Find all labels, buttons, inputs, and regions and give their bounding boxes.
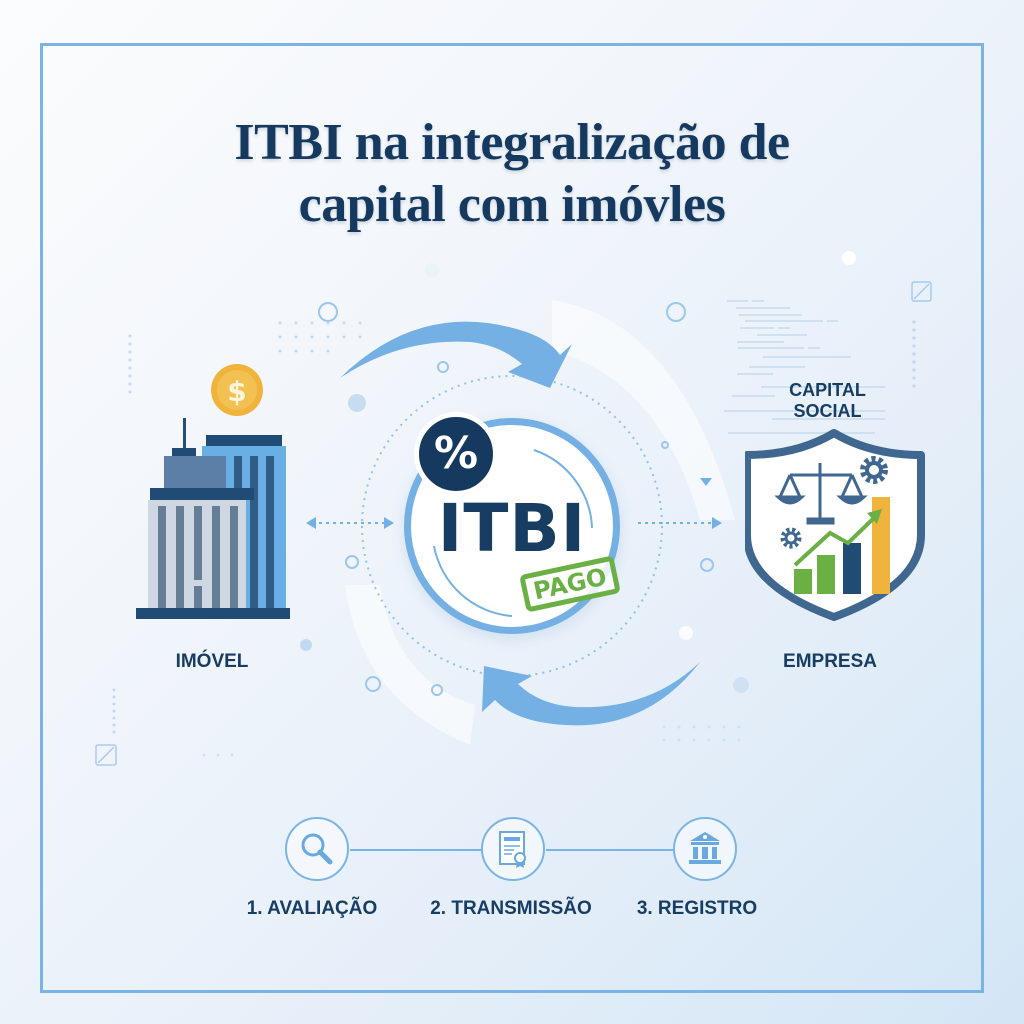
- infographic-frame: [40, 43, 984, 993]
- dot-grid-top-left: [278, 321, 362, 353]
- step-label-transmissao: 2. TRANSMISSÃO: [430, 898, 592, 919]
- shield-chart-icon: [745, 429, 925, 621]
- bar-2: [817, 555, 835, 594]
- arrow-right-head-2: [712, 517, 722, 529]
- slash-box-icons: [95, 281, 932, 766]
- faint-lines-right: [724, 300, 885, 434]
- trend-arrow-icon: [793, 515, 877, 567]
- empresa-label: EMPRESA: [783, 651, 877, 672]
- bar-1: [794, 569, 812, 594]
- bottom-curved-arrow: [482, 662, 700, 726]
- inner-ring-arcs: [433, 449, 593, 617]
- capital-social-line-1: CAPITAL: [789, 380, 866, 400]
- capital-social-line-2: SOCIAL: [793, 401, 862, 421]
- bank-icon: [689, 832, 721, 864]
- scales-icon: [774, 463, 868, 525]
- arrow-left-head: [306, 517, 316, 529]
- step-transmissao: [481, 817, 545, 881]
- top-curved-arrow: [340, 321, 572, 388]
- pale-swoosh-bottom: [345, 585, 475, 745]
- dot-column-left: [112, 334, 132, 734]
- step-label-registro: 3. REGISTRO: [636, 898, 758, 919]
- page-title: ITBI na integralização de capital com im…: [0, 112, 1024, 236]
- capital-social-label: CAPITAL SOCIAL: [760, 380, 895, 422]
- step-label-avaliacao: 1. AVALIAÇÃO: [246, 898, 378, 919]
- gear-icon-small: [780, 527, 802, 549]
- arrow-right-head: [384, 517, 394, 529]
- pale-swoosh-top: [552, 300, 735, 520]
- title-line-2: capital com imóvles: [298, 176, 726, 233]
- magnifier-icon: [301, 833, 333, 865]
- building-icon: $: [136, 364, 290, 619]
- dollar-coin-icon: $: [227, 375, 246, 408]
- itbi-title: ITBI: [437, 490, 587, 567]
- bar-3: [843, 543, 861, 594]
- dot-column-right: [912, 320, 916, 388]
- dot-grid-bottom-right: [202, 725, 741, 757]
- gear-icon-large: [860, 456, 888, 484]
- step-registro: [673, 817, 737, 881]
- steps-connector: [350, 849, 674, 851]
- imovel-label: IMÓVEL: [175, 651, 249, 672]
- certificate-icon: [499, 831, 526, 868]
- percent-icon: %: [414, 412, 498, 496]
- dotted-orbit: [361, 375, 663, 677]
- step-avaliacao: [285, 817, 349, 881]
- title-line-1: ITBI na integralização de: [234, 114, 790, 171]
